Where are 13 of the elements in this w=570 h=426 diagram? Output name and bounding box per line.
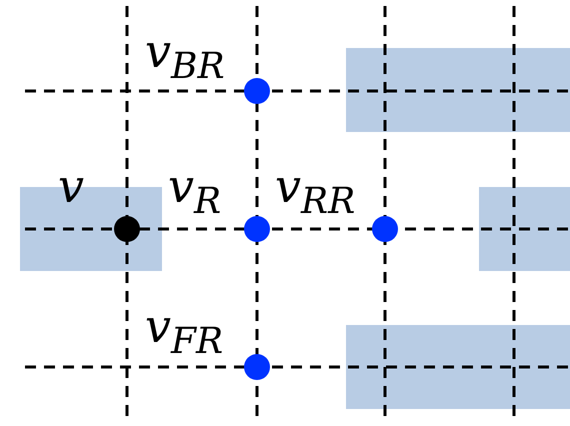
shaded-region bbox=[346, 48, 570, 132]
vertex-label: v$_{FR}$ bbox=[145, 303, 224, 360]
vertex-label: v$_{R}$ bbox=[168, 163, 222, 220]
grid-point bbox=[244, 354, 270, 380]
grid-point bbox=[114, 216, 140, 242]
grid-point bbox=[372, 216, 398, 242]
vertex-label: v bbox=[58, 163, 84, 209]
vertex-label: v$_{RR}$ bbox=[275, 163, 356, 220]
vertex-label: v$_{BR}$ bbox=[145, 28, 225, 85]
shaded-region bbox=[479, 187, 570, 271]
grid-point bbox=[244, 78, 270, 104]
shaded-region bbox=[346, 325, 570, 409]
grid-point bbox=[244, 216, 270, 242]
